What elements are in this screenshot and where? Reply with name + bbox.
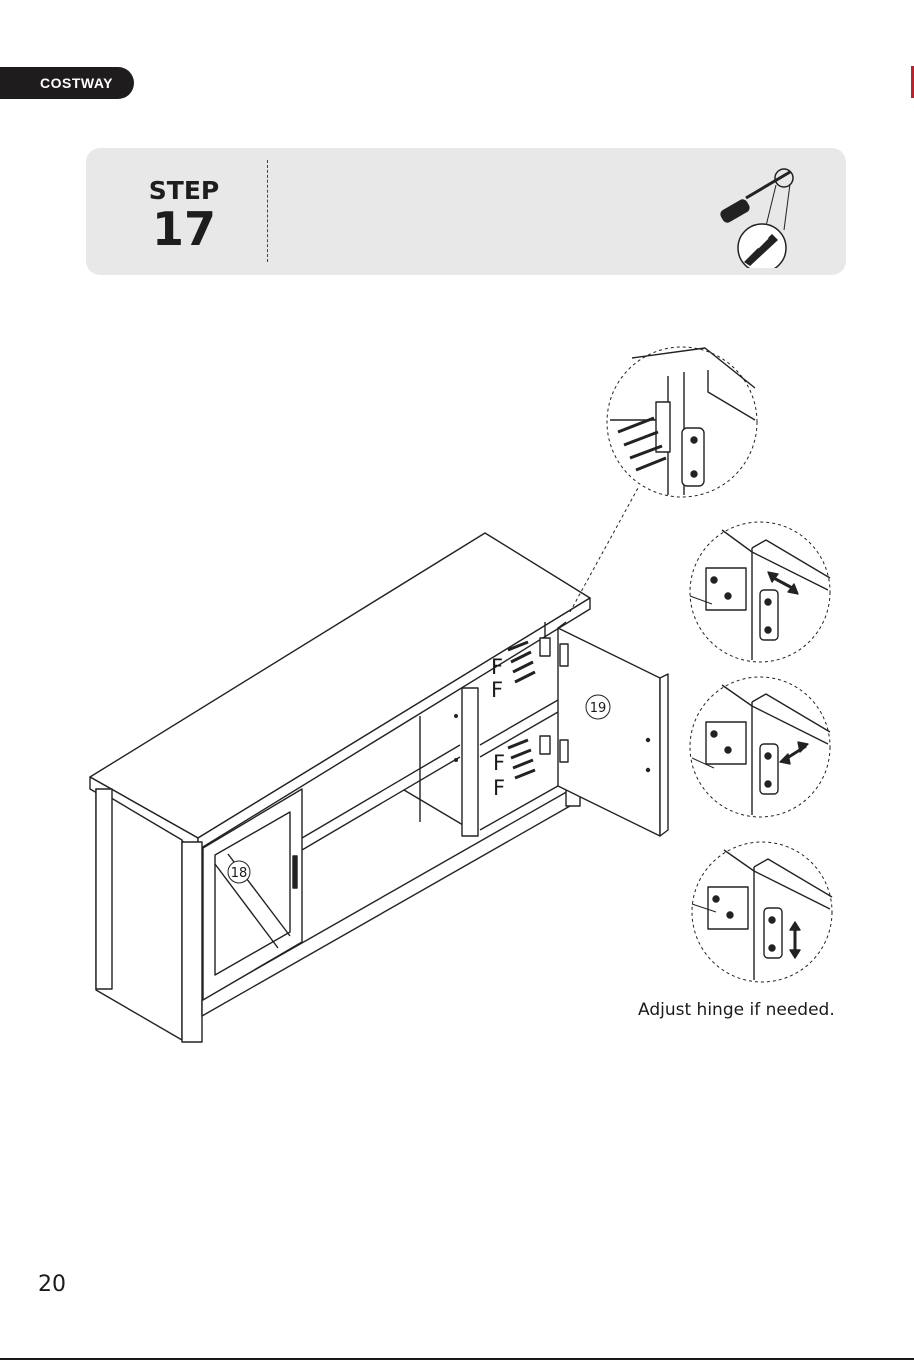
page-number: 20 <box>38 1272 66 1297</box>
step-number: 17 <box>146 204 222 254</box>
adjust-hinge-caption: Adjust hinge if needed. <box>638 1000 835 1020</box>
screw-label: F <box>491 678 503 702</box>
screw-label: F <box>493 776 505 800</box>
cabinet-top <box>90 533 590 838</box>
step-header: STEP 17 <box>86 148 846 275</box>
part-label-19: 19 <box>590 701 607 716</box>
step-divider <box>267 160 268 262</box>
part-label-18: 18 <box>231 866 248 881</box>
screw-label: F <box>493 751 505 775</box>
bottom-rule <box>0 1358 914 1360</box>
step-label: STEP <box>146 178 222 203</box>
brand-logo: COSTWAY <box>0 67 134 99</box>
assembly-illustration: 18 19 F F F F <box>0 300 914 1060</box>
screwdriver-icon <box>706 158 816 268</box>
screw-label: F <box>491 655 503 679</box>
